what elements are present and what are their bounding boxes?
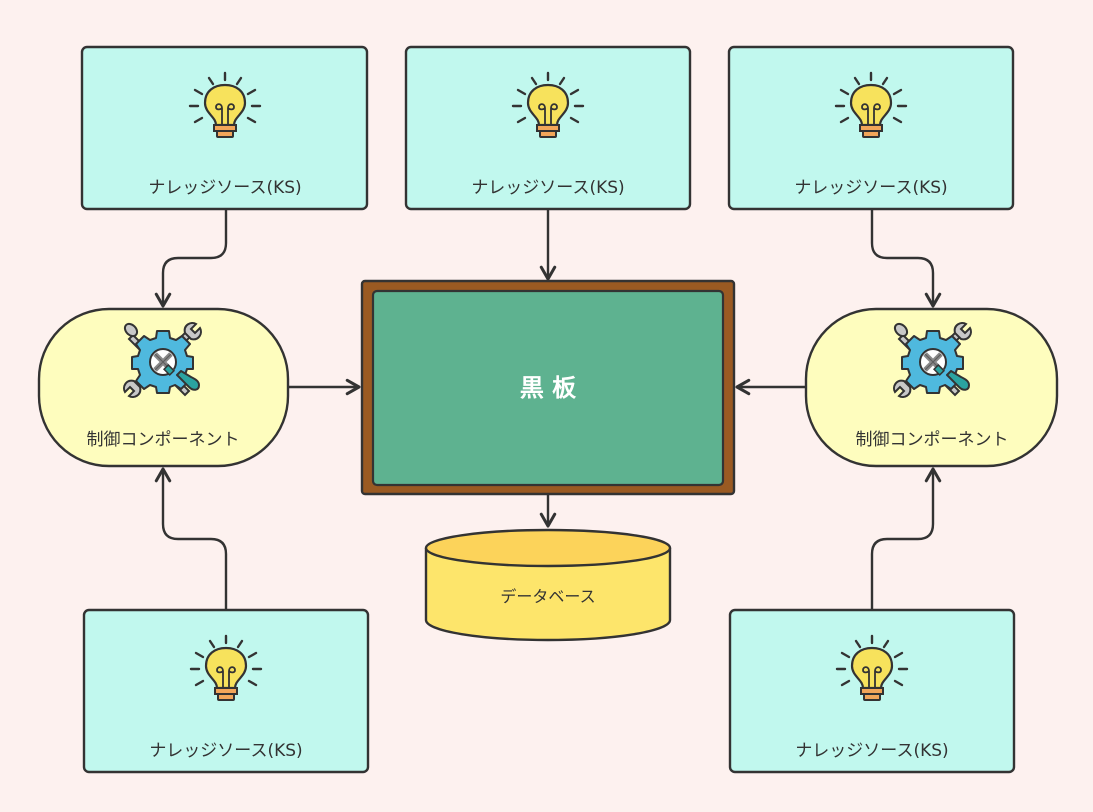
- database-label: データベース: [500, 587, 595, 606]
- database[interactable]: データベース: [424, 528, 672, 642]
- knowledge-source-label: ナレッジソース(KS): [148, 178, 301, 198]
- control-component-label: 制御コンポーネント: [87, 430, 240, 450]
- control-component-left[interactable]: 制御コンポーネント: [37, 307, 290, 468]
- gear-tools-icon: [123, 322, 201, 397]
- blackboard-label: 黒 板: [520, 374, 577, 402]
- knowledge-source-label: ナレッジソース(KS): [794, 178, 947, 198]
- knowledge-source-label: ナレッジソース(KS): [149, 741, 302, 761]
- edge-ks-bottom-left-to-control-left: [154, 467, 228, 611]
- database-top: [424, 528, 672, 568]
- edge-ks-top-right-to-control-right: [870, 208, 942, 308]
- edge-ks-bottom-right-to-control-right: [870, 467, 942, 611]
- edge-ks-top-left-to-control-left: [154, 208, 228, 308]
- knowledge-source-label: ナレッジソース(KS): [795, 741, 948, 761]
- edges: [154, 208, 942, 611]
- gear-tools-icon: [893, 322, 971, 397]
- knowledge-source-bottom-right[interactable]: ナレッジソース(KS): [728, 608, 1016, 774]
- control-component-label: 制御コンポーネント: [856, 430, 1009, 450]
- knowledge-source-top-center[interactable]: ナレッジソース(KS): [404, 45, 692, 211]
- knowledge-source-bottom-left[interactable]: ナレッジソース(KS): [82, 608, 370, 774]
- knowledge-source-top-right[interactable]: ナレッジソース(KS): [727, 45, 1015, 211]
- blackboard[interactable]: 黒 板: [360, 279, 736, 496]
- knowledge-source-top-left[interactable]: ナレッジソース(KS): [80, 45, 369, 211]
- blackboard-surface: [371, 289, 725, 487]
- knowledge-source-label: ナレッジソース(KS): [471, 178, 624, 198]
- control-component-right[interactable]: 制御コンポーネント: [804, 307, 1059, 468]
